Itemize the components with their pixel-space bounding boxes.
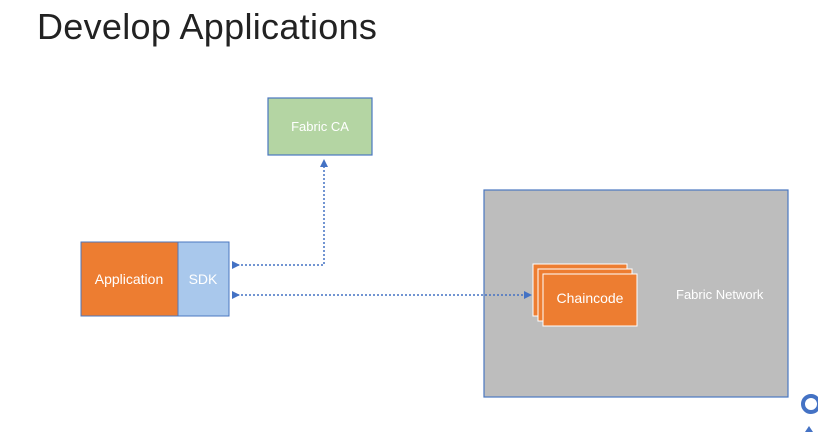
chaincode-node[interactable]: Chaincode	[532, 263, 638, 327]
application-label: Application	[95, 271, 164, 287]
application-node[interactable]: Application	[80, 241, 179, 317]
fabric-ca-label: Fabric CA	[291, 119, 349, 134]
sdk-box	[177, 241, 230, 317]
sdk-to-fabric-ca-connector	[232, 159, 328, 269]
partial-ring-icon	[801, 394, 818, 414]
sdk-label: SDK	[189, 271, 218, 287]
slide-title: Develop Applications	[37, 6, 378, 47]
sdk-node[interactable]: SDK	[177, 241, 230, 317]
chaincode-label: Chaincode	[557, 290, 624, 306]
application-box	[80, 241, 179, 317]
fabric-ca-box	[267, 97, 373, 156]
fabric-ca-node[interactable]: Fabric CA	[267, 97, 373, 156]
partial-arrow-icon	[805, 426, 813, 432]
fabric-network-label: Fabric Network	[676, 287, 764, 302]
chaincode-card-front	[542, 273, 638, 327]
